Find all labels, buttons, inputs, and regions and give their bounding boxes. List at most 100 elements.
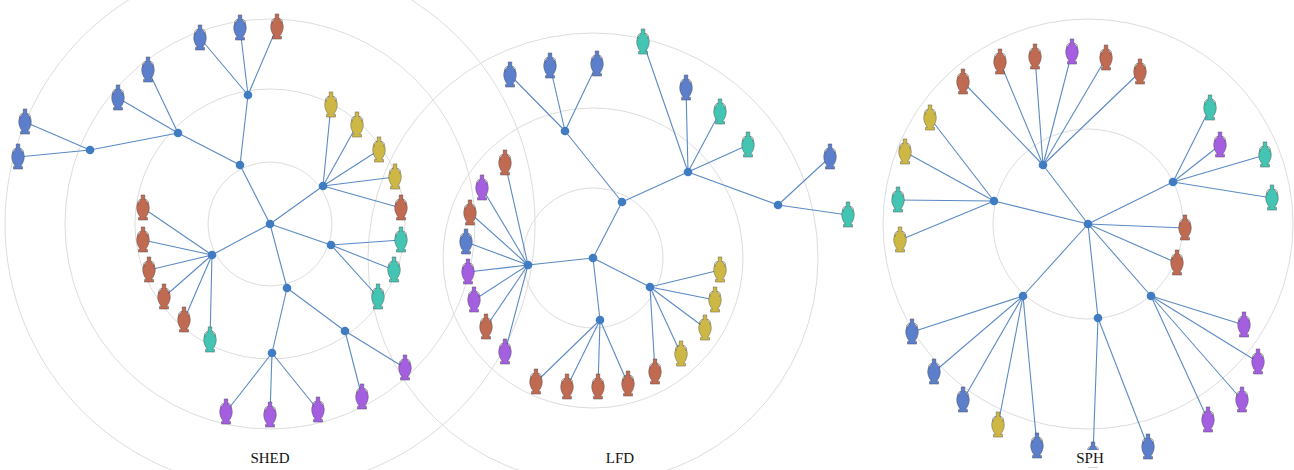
tree-branch	[1173, 145, 1220, 182]
vase-icon	[178, 307, 191, 332]
vase-icon	[957, 387, 970, 412]
tree-branch	[505, 163, 528, 265]
tree-node-dot	[208, 251, 217, 260]
vase-icon	[1259, 142, 1272, 167]
vase-icon	[395, 195, 408, 220]
vase-icon	[499, 339, 512, 364]
tree-node-dot	[341, 327, 350, 336]
vase-icon	[649, 359, 662, 384]
vase-icon	[742, 132, 755, 157]
tree-branch	[510, 75, 565, 131]
vase-icon	[1100, 45, 1113, 70]
vase-icon	[714, 257, 727, 282]
vase-icon	[356, 384, 369, 409]
tree-branch	[1043, 58, 1106, 165]
tree-branch	[1043, 72, 1140, 165]
tree-branch	[593, 258, 600, 320]
tree-branch	[593, 258, 650, 287]
panel-label: LFD	[604, 450, 636, 467]
tree-branch	[323, 125, 357, 186]
tree-branch	[323, 186, 401, 208]
guide-ring	[443, 108, 743, 408]
tree-branch	[270, 224, 331, 245]
tree-branch	[143, 240, 212, 255]
tree-node-dot	[244, 91, 253, 100]
vase-icon	[906, 319, 919, 344]
vase-icon	[591, 51, 604, 76]
tree-branch	[270, 186, 323, 224]
vase-icon	[544, 53, 557, 78]
tree-branch	[331, 245, 378, 297]
tree-branch	[934, 296, 1023, 372]
panel-label: SPH	[1074, 450, 1106, 467]
guide-ring	[883, 19, 1293, 429]
tree-branch	[998, 296, 1023, 425]
tree-branch	[650, 287, 681, 354]
tree-branch	[178, 133, 240, 165]
vase-icon	[714, 99, 727, 124]
vase-icon	[994, 49, 1007, 74]
tree-node-dot	[596, 316, 605, 325]
guide-ring	[993, 129, 1183, 319]
vase-icon	[158, 284, 171, 309]
tree-node-dot	[319, 182, 328, 191]
tree-node-dot	[684, 168, 693, 177]
tree-node-dot	[174, 129, 183, 138]
tree-branch	[25, 122, 90, 150]
guide-ring	[5, 0, 535, 470]
vase-icon	[372, 284, 385, 309]
tree-branch	[565, 131, 622, 202]
vase-icon	[388, 257, 401, 282]
vase-icon	[504, 62, 517, 87]
tree-branch	[1088, 182, 1173, 224]
vase-icon	[234, 15, 247, 40]
tree-branch	[650, 287, 715, 300]
panel-label: SHED	[248, 450, 291, 467]
tree-branch	[898, 200, 994, 201]
vase-icon	[1238, 312, 1251, 337]
tree-branch	[963, 296, 1023, 400]
vase-icon	[464, 200, 477, 225]
tree-branch	[593, 202, 622, 258]
tree-branch	[622, 172, 688, 202]
vase-icon	[271, 14, 284, 39]
vase-icon	[592, 374, 605, 399]
tree-branch	[1173, 182, 1272, 198]
vase-icon	[476, 175, 489, 200]
tree-node-dot	[283, 284, 292, 293]
tree-branch	[118, 98, 178, 133]
vase-icon	[1266, 185, 1279, 210]
tree-branch	[270, 224, 287, 288]
tree-branch	[226, 353, 272, 412]
tree-branch	[643, 42, 688, 172]
tree-branch	[287, 288, 345, 331]
tree-branch	[1088, 224, 1177, 263]
vase-icon	[899, 139, 912, 164]
vase-icon	[928, 359, 941, 384]
vase-icon	[399, 355, 412, 380]
tree-branch	[905, 152, 994, 201]
tree-branch	[164, 255, 212, 297]
tree-branch	[272, 288, 287, 353]
vase-icon	[957, 69, 970, 94]
vase-icon	[395, 227, 408, 252]
tree-node-dot	[327, 241, 336, 250]
tree-branch	[1023, 224, 1088, 296]
tree-node-dot	[236, 161, 245, 170]
tree-branch	[1093, 318, 1098, 455]
vase-icon	[12, 144, 25, 169]
tree-branch	[688, 172, 778, 205]
vase-icon	[112, 85, 125, 110]
tree-node-dot	[774, 201, 783, 210]
vase-icon	[351, 112, 364, 137]
tree-branch	[778, 157, 830, 205]
tree-node-dot	[1084, 220, 1093, 229]
vase-icon	[561, 374, 574, 399]
tree-node-dot	[561, 127, 570, 136]
tree-branch	[486, 265, 528, 327]
tree-node-dot	[86, 146, 95, 155]
vase-icon	[220, 399, 233, 424]
tree-branch	[900, 201, 994, 240]
tree-node-dot	[524, 261, 533, 270]
vase-icon	[312, 397, 325, 422]
